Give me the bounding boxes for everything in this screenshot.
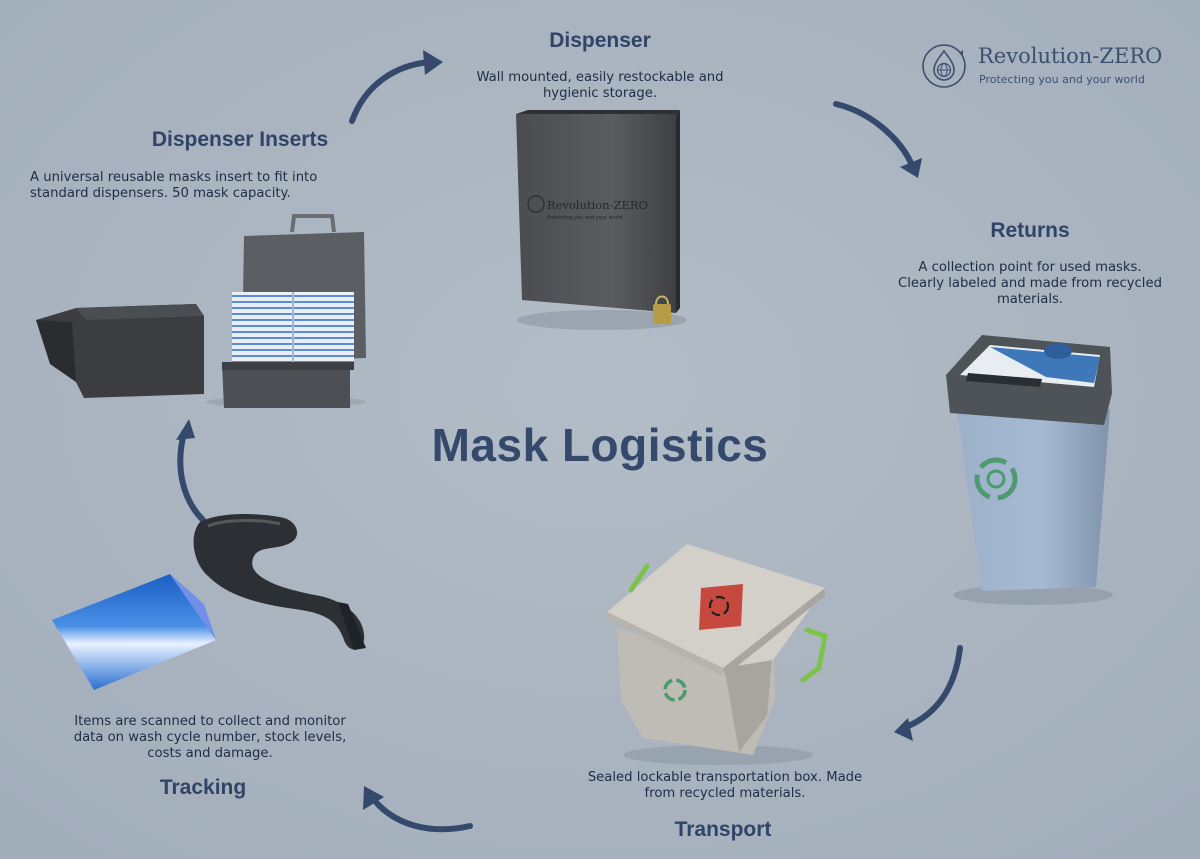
dispenser-tagline-label: Protecting you and your world — [547, 215, 622, 221]
desc-line: A collection point for used masks. — [918, 260, 1142, 275]
transport-heading: Transport — [674, 818, 772, 841]
desc-line: standard dispensers. 50 mask capacity. — [30, 186, 291, 201]
desc-line: Sealed lockable transportation box. Made — [587, 770, 863, 785]
desc-line: materials. — [996, 292, 1064, 307]
desc-line: Items are scanned to collect and monitor — [74, 714, 346, 729]
desc-line: hygienic storage. — [542, 86, 658, 101]
tracking-image — [52, 514, 366, 690]
logo-name: Revolution-ZERO — [978, 44, 1163, 68]
dispenser-description: Wall mounted, easily restockable and hyg… — [440, 70, 760, 102]
desc-line: Clearly labeled and made from recycled — [898, 276, 1162, 291]
returns-bin-image — [946, 335, 1113, 605]
curved-arrow-icon — [903, 645, 963, 730]
transport-box-image — [607, 544, 828, 765]
logo: Revolution-ZERO Protecting you and your … — [920, 40, 1180, 92]
logo-tagline: Protecting you and your world — [979, 73, 1145, 86]
tracking-heading: Tracking — [159, 776, 247, 799]
curved-arrow-icon — [349, 59, 433, 124]
dispenser-heading: Dispenser — [549, 29, 651, 52]
transport-description: Sealed lockable transportation box. Made… — [560, 770, 890, 802]
desc-line: from recycled materials. — [644, 786, 806, 801]
desc-line: data on wash cycle number, stock levels, — [73, 730, 347, 745]
inserts-image — [36, 214, 366, 408]
desc-line: A universal reusable masks insert to fit… — [30, 170, 318, 185]
page-title: Mask Logistics — [431, 419, 769, 471]
dispenser-image: Revolution-ZERO Protecting you and your … — [516, 110, 687, 330]
dispenser-brand-label: Revolution-ZERO — [547, 198, 648, 212]
curved-arrow-icon — [833, 101, 915, 168]
inserts-description: A universal reusable masks insert to fit… — [30, 170, 380, 202]
returns-description: A collection point for used masks. Clear… — [880, 260, 1180, 308]
returns-heading: Returns — [990, 219, 1070, 242]
tracking-description: Items are scanned to collect and monitor… — [40, 714, 380, 762]
inserts-heading: Dispenser Inserts — [151, 128, 329, 151]
desc-line: costs and damage. — [147, 746, 273, 761]
curved-arrow-icon — [177, 430, 206, 523]
globe-drop-icon — [922, 44, 966, 88]
desc-line: Wall mounted, easily restockable and — [476, 70, 724, 85]
curved-arrow-icon — [371, 797, 473, 833]
recycle-icon — [974, 457, 1018, 501]
